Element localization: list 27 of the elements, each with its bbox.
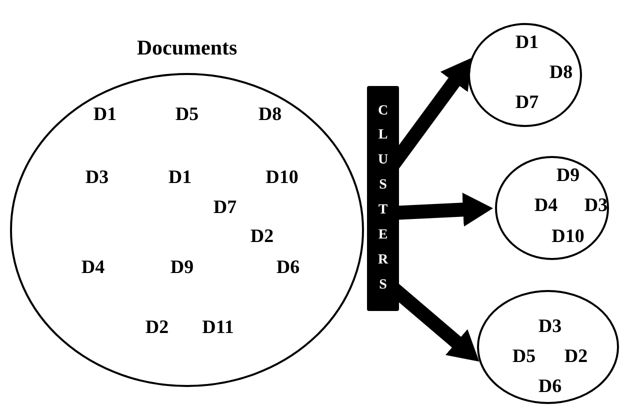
document-label: D3 bbox=[538, 316, 562, 338]
document-label: D2 bbox=[145, 317, 169, 339]
document-label: D6 bbox=[276, 257, 300, 279]
heading: Documents bbox=[136, 36, 238, 60]
document-label: D8 bbox=[549, 62, 573, 84]
document-label: D7 bbox=[515, 92, 539, 114]
vertical-label: CLUSTERS bbox=[376, 102, 390, 294]
document-label: D5 bbox=[175, 104, 199, 126]
document-label: D1 bbox=[93, 104, 117, 126]
document-label: D10 bbox=[552, 226, 584, 248]
document-label: D9 bbox=[170, 257, 194, 279]
document-label: D9 bbox=[556, 165, 580, 187]
document-label: D3 bbox=[85, 167, 109, 189]
document-label: D1 bbox=[168, 167, 192, 189]
document-label: D10 bbox=[266, 167, 298, 189]
document-label: D1 bbox=[515, 32, 539, 54]
document-label: D7 bbox=[213, 197, 237, 219]
document-label: D11 bbox=[202, 317, 234, 339]
document-label: D2 bbox=[250, 226, 274, 248]
document-label: D6 bbox=[538, 376, 562, 398]
clusters-bar bbox=[367, 86, 399, 311]
document-label: D5 bbox=[512, 346, 536, 368]
document-label: D8 bbox=[258, 104, 282, 126]
document-label: D3 bbox=[584, 195, 608, 217]
document-label: D4 bbox=[534, 195, 558, 217]
document-label: D4 bbox=[81, 257, 105, 279]
document-label: D2 bbox=[564, 346, 588, 368]
